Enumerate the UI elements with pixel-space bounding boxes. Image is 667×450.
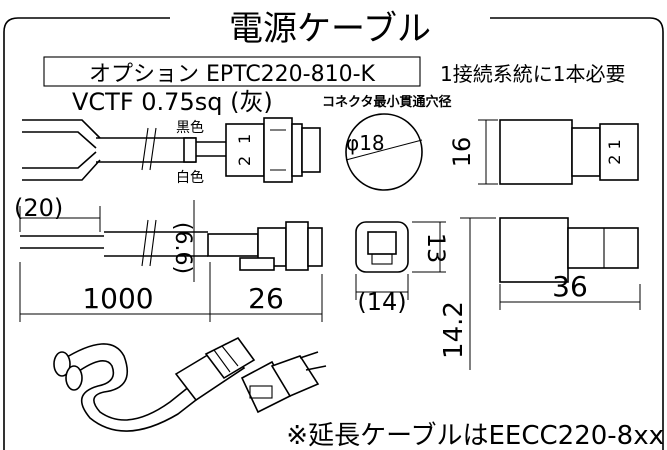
hole-circle: [345, 113, 423, 191]
dim-strip-20: (20): [14, 194, 63, 222]
connector-side-view-bottom: [499, 217, 639, 283]
pin-2-label: 2: [235, 156, 254, 166]
option-box-frame: [43, 56, 421, 87]
outer-frame: [3, 17, 664, 450]
hole-note: コネクタ最小貫通穴径: [322, 94, 451, 110]
system-note: 1接続系統に1本必要: [440, 62, 625, 86]
dim-height-13: 13: [422, 233, 450, 264]
pin-side-label: 2 1: [605, 139, 624, 164]
extension-note: ※延長ケーブルはEECC220-8xx: [286, 421, 664, 450]
hole-diameter-dim: φ18: [346, 131, 385, 155]
cable-spec: VCTF 0.75sq (灰): [72, 88, 273, 116]
wire-white-label: 白色: [176, 169, 204, 186]
connector-front-view: [355, 221, 409, 273]
dim-offset-6-6: (6.6): [170, 222, 195, 274]
cable-straight-assembly: [20, 219, 323, 271]
hole-diameter-line: [345, 139, 423, 161]
option-box-label: オプション EPTC220-810-K: [89, 62, 376, 87]
dim-16: 16: [448, 137, 476, 168]
dim-width-14: (14): [357, 288, 406, 316]
dim-20-lines: [19, 206, 101, 232]
cable-fork-assembly: [22, 117, 321, 183]
dim-13-lines: [412, 221, 446, 273]
title: 電源ケーブル: [229, 9, 431, 49]
cable-perspective-illustration: [53, 336, 327, 432]
dim-length-1000: 1000: [82, 282, 153, 315]
dim-16-lines: [478, 119, 498, 185]
dim-row-lines: [19, 217, 641, 370]
connector-side-view-top: [499, 119, 639, 185]
wire-black-label: 黒色: [176, 119, 204, 136]
dim-length-26: 26: [248, 282, 284, 315]
dim-length-36: 36: [552, 270, 588, 303]
pin-1-label: 1: [235, 134, 254, 144]
dim-height-14-2: 14.2: [439, 301, 469, 359]
